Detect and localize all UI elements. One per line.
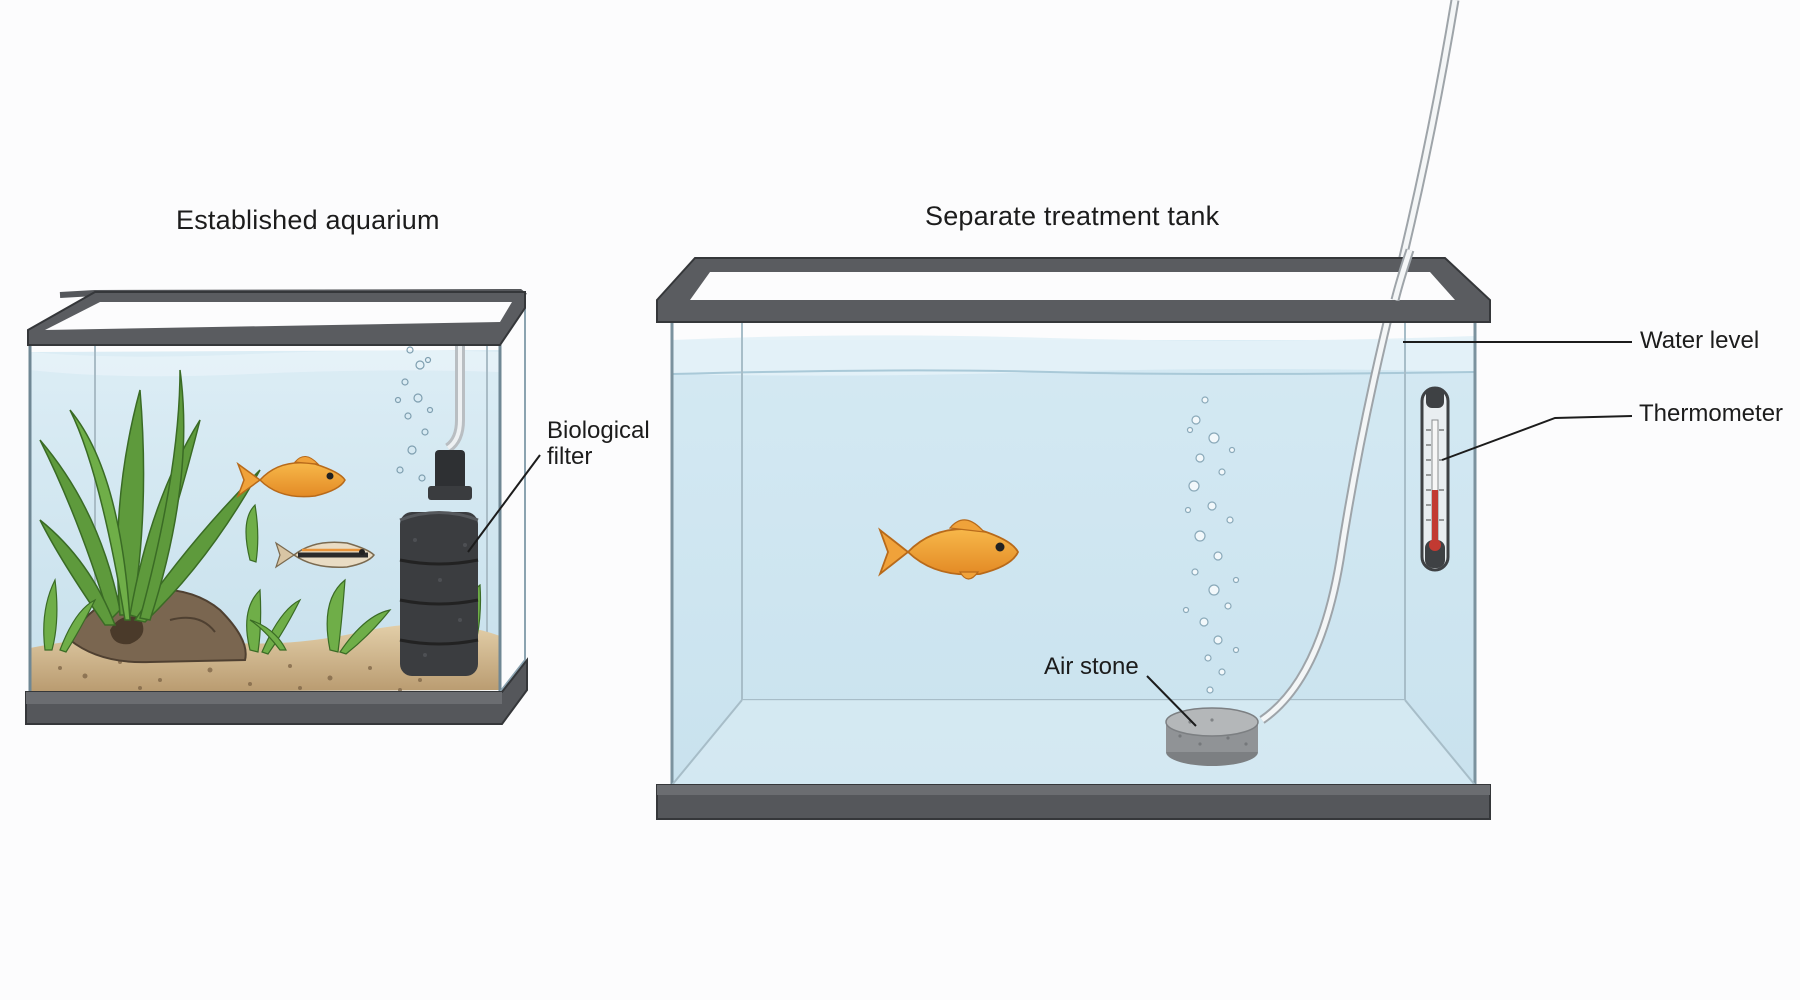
- label-air-stone: Air stone: [1044, 653, 1139, 680]
- water-surface: [672, 335, 1475, 376]
- title-treatment-tank: Separate treatment tank: [925, 201, 1220, 231]
- callout-leaders: [467, 341, 1633, 727]
- aquatic-plant: [39, 369, 261, 626]
- treatment-tank: [656, 0, 1491, 820]
- leader-biological-filter: [467, 454, 541, 553]
- thermometer-icon: [1420, 386, 1450, 572]
- fish-icon: [878, 519, 1019, 580]
- label-biological-filter-line2: filter: [547, 443, 593, 470]
- label-water-level: Water level: [1640, 327, 1760, 354]
- leader-air-stone: [1146, 675, 1197, 727]
- leader-thermometer: [1441, 415, 1633, 461]
- air-stone-icon: [1165, 707, 1259, 766]
- title-established-aquarium: Established aquarium: [176, 205, 440, 235]
- air-bubbles: [394, 346, 434, 482]
- fish-icon: [274, 541, 375, 569]
- air-bubbles: [1182, 396, 1240, 694]
- label-biological-filter: Biological: [547, 417, 650, 444]
- fish-icon: [236, 456, 346, 499]
- established-aquarium: [25, 288, 528, 725]
- right-tank-water: [672, 340, 1475, 785]
- label-thermometer: Thermometer: [1639, 400, 1784, 427]
